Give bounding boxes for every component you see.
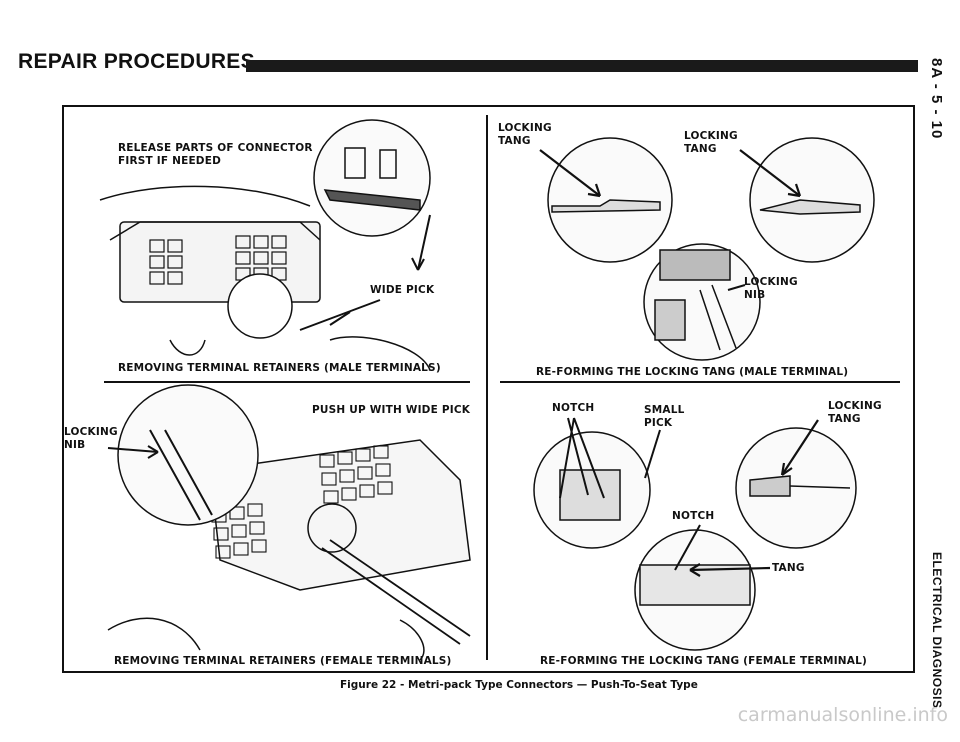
female-connector-illustration <box>107 384 471 661</box>
label-locking-nib-f-a: LOCKING <box>64 426 118 438</box>
label-push-up: PUSH UP WITH WIDE PICK <box>312 404 471 416</box>
label-locking-tang-1a: LOCKING <box>498 122 552 134</box>
left-divider <box>104 381 470 383</box>
caption-female-reform: RE-FORMING THE LOCKING TANG (FEMALE TERM… <box>540 655 867 667</box>
label-locking-tang-1b: TANG <box>498 135 531 147</box>
caption-female-remove: REMOVING TERMINAL RETAINERS (FEMALE TERM… <box>114 655 452 667</box>
label-notch-1: NOTCH <box>552 402 595 414</box>
label-locking-nib-b: NIB <box>744 289 766 301</box>
label-tang: TANG <box>772 562 805 574</box>
label-locking-tang-f-b: TANG <box>828 413 861 425</box>
male-reform-illustration <box>539 137 875 361</box>
female-reform-illustration <box>533 417 857 651</box>
page-title: REPAIR PROCEDURES <box>18 50 255 73</box>
page-number: 8A - 5 - 10 <box>928 58 945 140</box>
male-connector-illustration <box>99 119 431 371</box>
label-locking-tang-f-a: LOCKING <box>828 400 882 412</box>
label-wide-pick: WIDE PICK <box>370 284 435 296</box>
label-small-pick-b: PICK <box>644 417 673 429</box>
caption-male-remove: REMOVING TERMINAL RETAINERS (MALE TERMIN… <box>118 362 441 374</box>
label-release-parts-2: FIRST IF NEEDED <box>118 155 222 167</box>
label-release-parts: RELEASE PARTS OF CONNECTOR <box>118 142 313 154</box>
figure-caption: Figure 22 - Metri-pack Type Connectors —… <box>340 679 698 691</box>
label-locking-tang-2a: LOCKING <box>684 130 738 142</box>
figure-frame <box>62 105 915 673</box>
label-locking-nib-a: LOCKING <box>744 276 798 288</box>
label-locking-nib-f-b: NIB <box>64 439 86 451</box>
vertical-divider <box>486 115 488 660</box>
watermark: carmanualsonline.info <box>737 704 948 726</box>
label-small-pick-a: SMALL <box>644 404 685 416</box>
section-title: ELECTRICAL DIAGNOSIS <box>930 552 944 709</box>
header-rule <box>246 60 918 72</box>
caption-male-reform: RE-FORMING THE LOCKING TANG (MALE TERMIN… <box>536 366 849 378</box>
label-locking-tang-2b: TANG <box>684 143 717 155</box>
right-divider <box>500 381 900 383</box>
label-notch-2: NOTCH <box>672 510 715 522</box>
